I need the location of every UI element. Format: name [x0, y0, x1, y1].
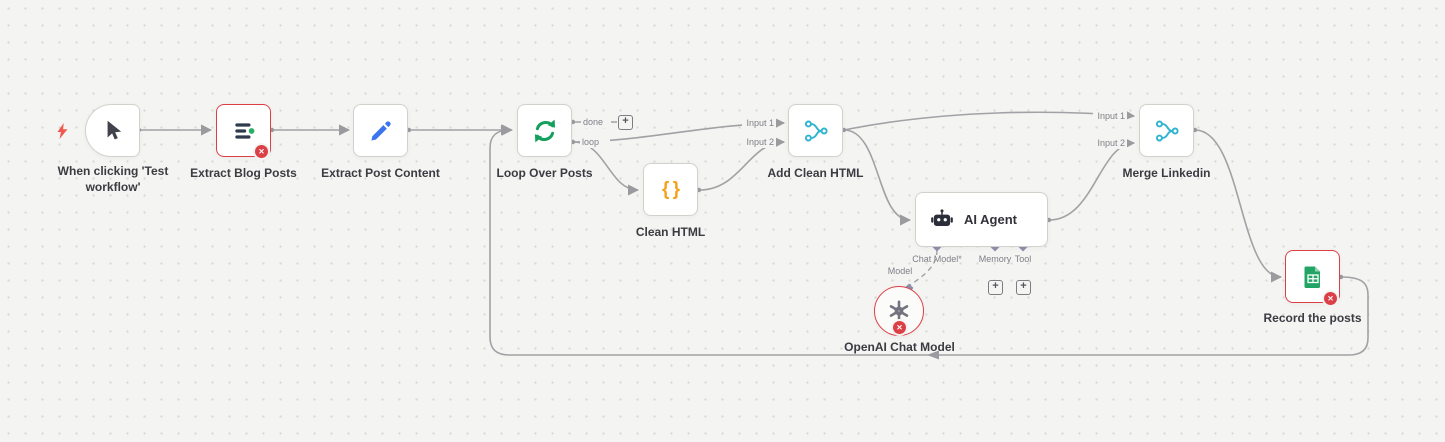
port-label-memory: Memory	[978, 254, 1012, 264]
port-label-tool: Tool	[1014, 254, 1032, 264]
openai-icon	[886, 298, 912, 324]
node-clean-html[interactable]: { }	[643, 163, 698, 216]
connection-record-loopback[interactable]	[489, 124, 1369, 356]
node-loop-over-posts[interactable]	[517, 104, 572, 157]
add-memory-button[interactable]: +	[988, 280, 1003, 295]
connection-cleanhtml-addclean-input2[interactable]	[698, 136, 786, 191]
node-add-clean-html[interactable]	[788, 104, 843, 157]
port-label-chat-model: Chat Model*	[912, 254, 962, 264]
node-extract-blog-posts[interactable]: ✕	[216, 104, 271, 158]
port-label-done: done	[581, 116, 611, 128]
code-braces-icon: { }	[661, 178, 680, 200]
google-sheets-icon	[1301, 264, 1325, 290]
cursor-icon	[100, 118, 126, 144]
error-badge: ✕	[255, 145, 268, 158]
port-label-loop: loop	[580, 136, 610, 148]
merge-icon	[803, 118, 829, 144]
connection-aiagent-merge-input2[interactable]	[1048, 137, 1136, 221]
error-badge: ✕	[893, 321, 906, 334]
connection-merge-record[interactable]	[1194, 129, 1283, 283]
port-label-addclean-input2: Input 2	[742, 136, 776, 148]
port-label-addclean-input1: Input 1	[742, 117, 776, 129]
list-icon	[231, 118, 257, 144]
ai-agent-title: AI Agent	[964, 212, 1017, 227]
port-label-merge-input1: Input 1	[1093, 110, 1127, 122]
merge-icon	[1154, 118, 1180, 144]
node-manual-trigger[interactable]	[85, 104, 140, 157]
node-openai-chat-model[interactable]: ✕	[874, 286, 924, 336]
connection-loop-cleanhtml[interactable]	[572, 141, 640, 196]
node-extract-post-content[interactable]	[353, 104, 408, 157]
connection-chatmodel-openai[interactable]	[908, 249, 938, 287]
error-badge: ✕	[1324, 292, 1337, 305]
node-merge-linkedin[interactable]	[1139, 104, 1194, 157]
node-ai-agent[interactable]: AI Agent	[915, 192, 1048, 247]
loopback-arrow	[927, 350, 939, 360]
robot-icon	[929, 207, 955, 233]
connection-addclean-aiagent[interactable]	[843, 129, 912, 226]
add-node-button-done[interactable]: +	[618, 115, 633, 130]
connection-addclean-merge-input1[interactable]	[843, 109, 1136, 131]
add-tool-button[interactable]: +	[1016, 280, 1031, 295]
node-record-the-posts[interactable]: ✕	[1285, 250, 1340, 305]
loop-icon	[531, 117, 559, 145]
pencil-icon	[368, 118, 394, 144]
port-label-merge-input2: Input 2	[1093, 137, 1127, 149]
port-label-model: Model	[887, 266, 913, 276]
lightning-icon	[56, 123, 69, 139]
